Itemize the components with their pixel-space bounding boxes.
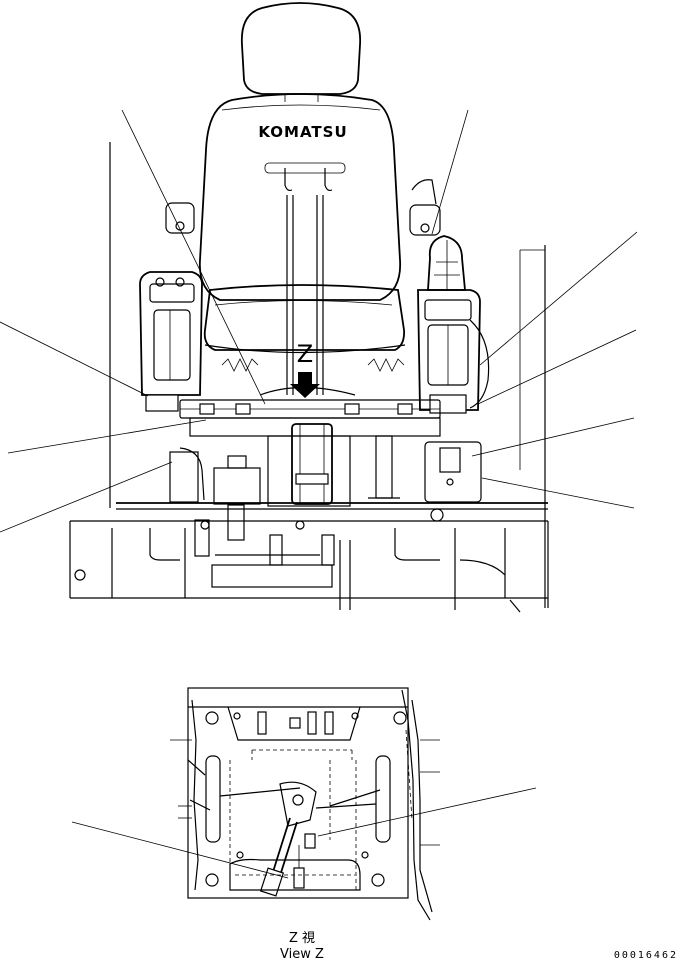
right-control-box <box>417 289 490 414</box>
headrest <box>240 2 361 95</box>
view-z-arrow <box>290 372 320 398</box>
right-joystick <box>427 235 466 291</box>
right-bracket <box>424 441 482 503</box>
seat-back <box>198 93 402 301</box>
view-z-bottom-view <box>71 687 537 921</box>
left-bracket <box>169 447 261 505</box>
seat-cushion <box>203 284 405 351</box>
view-caption-japanese: Z 視 <box>289 931 315 946</box>
support-post <box>368 435 400 499</box>
left-armrest-head <box>165 202 195 234</box>
left-control-box <box>139 271 203 412</box>
right-armrest-head <box>409 204 441 236</box>
operator-seat-front-view: KOMATSU Z <box>0 2 638 613</box>
floor-plate <box>69 502 549 613</box>
seat-logo-text: KOMATSU <box>258 123 347 141</box>
seat-adjust-lever <box>259 781 317 897</box>
suspension-column <box>267 423 351 507</box>
view-caption-english: View Z <box>280 947 324 961</box>
leader-lines-top <box>0 109 638 533</box>
view-z-marker-label: Z <box>297 340 313 368</box>
drawing-number: 00016462 <box>614 950 678 961</box>
